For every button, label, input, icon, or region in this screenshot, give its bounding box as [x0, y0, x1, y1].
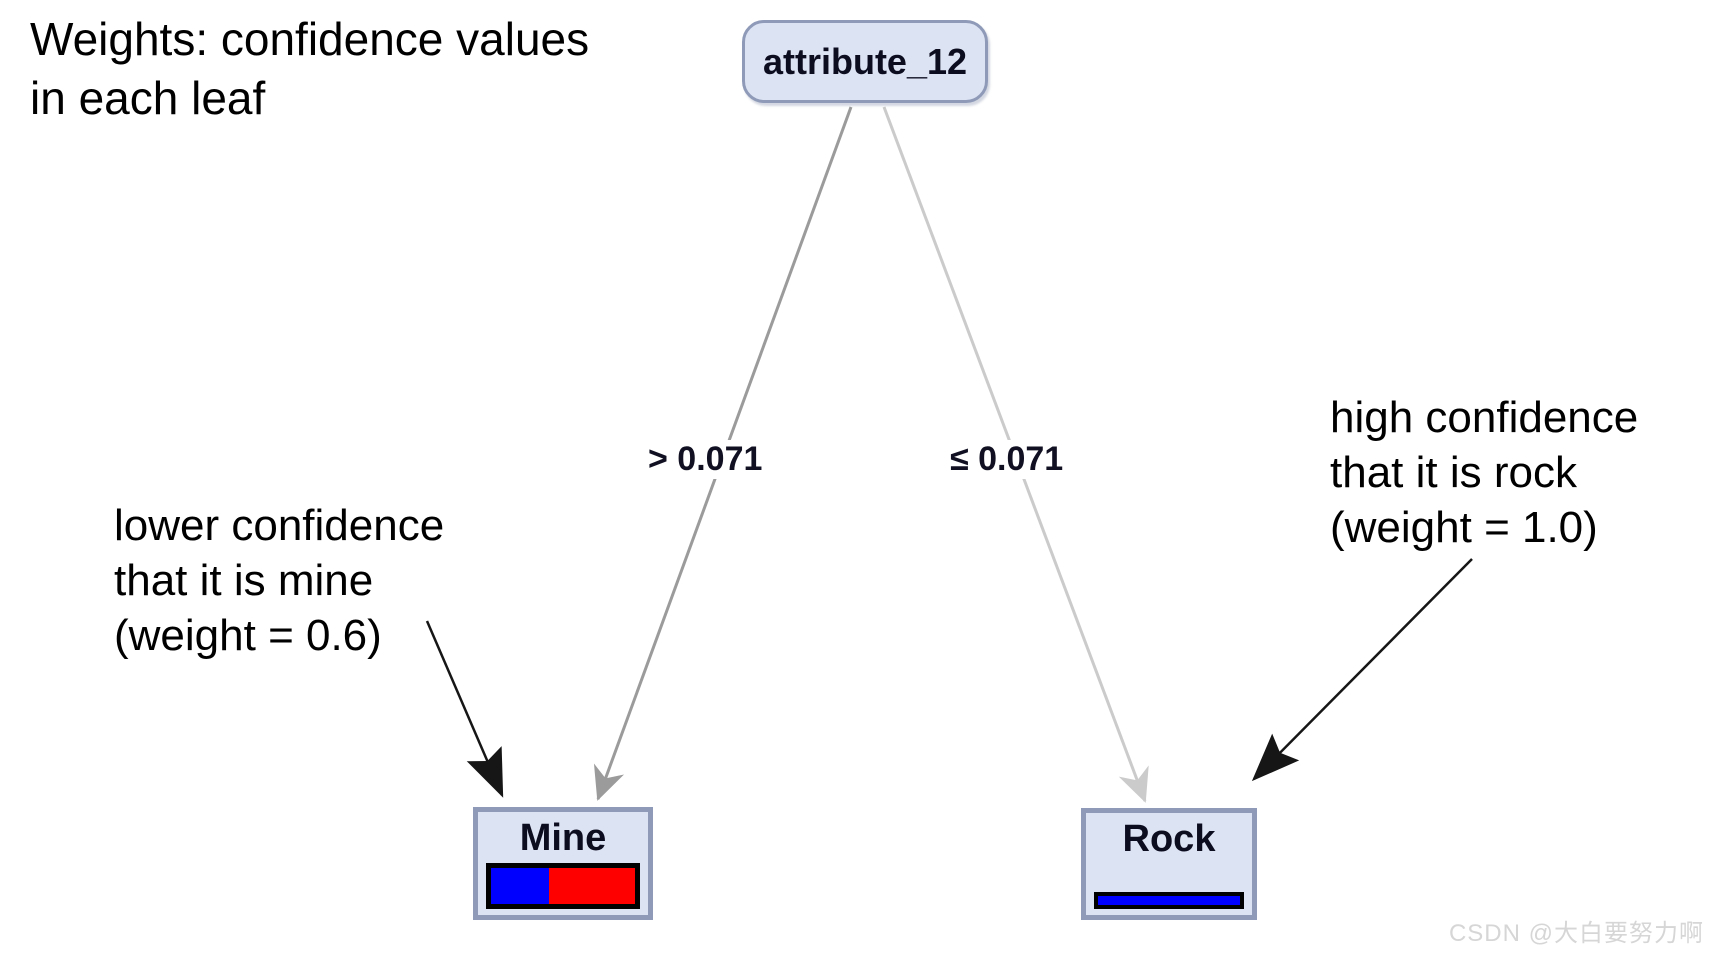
diagram-title: Weights: confidence values in each leaf — [30, 13, 590, 124]
leaf-mine-label: Mine — [519, 817, 607, 859]
tree-leaf-rock: Rock — [1081, 808, 1257, 920]
edge-label-left: > 0.071 — [642, 440, 769, 479]
tree-root-label: attribute_12 — [762, 40, 968, 82]
tree-root-node: attribute_12 — [742, 20, 988, 103]
annotation-mine: lower confidence that it is mine (weight… — [114, 501, 445, 660]
leaf-rock-label: Rock — [1122, 818, 1216, 860]
annotation-rock: high confidence that it is rock (weight … — [1330, 393, 1639, 552]
leaf-rock-confidence-bar — [1094, 892, 1244, 909]
annotation-arrow-rock — [1251, 558, 1473, 782]
edge-label-right: ≤ 0.071 — [944, 440, 1070, 479]
tree-leaf-mine: Mine — [473, 807, 653, 920]
leaf-mine-confidence-bar — [486, 863, 640, 909]
watermark: CSDN @大白要努力啊 — [1448, 920, 1704, 947]
